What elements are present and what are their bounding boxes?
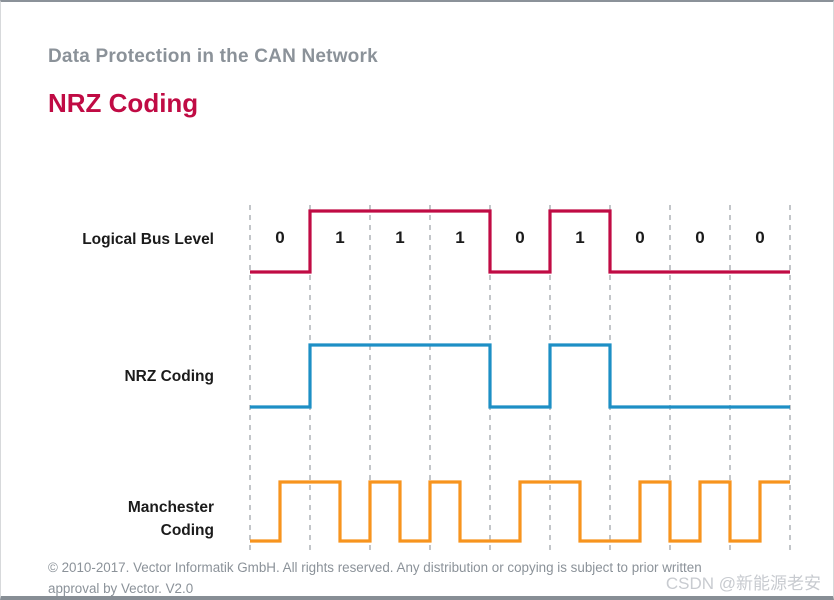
copyright-line-1: © 2010-2017. Vector Informatik GmbH. All… (48, 560, 702, 575)
bit-value-label: 0 (275, 228, 284, 247)
bit-value-label: 0 (515, 228, 524, 247)
slide-subtitle: Data Protection in the CAN Network (48, 46, 378, 67)
csdn-watermark: CSDN @新能源老安 (665, 574, 821, 593)
copyright-line-2: approval by Vector. V2.0 (48, 581, 194, 596)
waveform-manchester (250, 480, 790, 543)
bit-value-label: 1 (395, 228, 404, 247)
row-label-nrz-coding: NRZ Coding (124, 368, 214, 385)
bit-value-label: 1 (335, 228, 344, 247)
bit-value-label: 0 (635, 228, 644, 247)
bit-value-label: 0 (695, 228, 704, 247)
row-label-manchester-coding: Manchester Coding (127, 499, 214, 539)
bit-value-label: 1 (455, 228, 464, 247)
row-label-logical-bus-level: Logical Bus Level (82, 231, 214, 248)
waveform-nrz (250, 343, 790, 409)
bit-value-label: 0 (755, 228, 764, 247)
copyright-footer: © 2010-2017. Vector Informatik GmbH. All… (48, 557, 702, 596)
bit-value-label: 1 (575, 228, 584, 247)
page-title: NRZ Coding (48, 88, 199, 118)
waveform-logical (250, 209, 790, 274)
